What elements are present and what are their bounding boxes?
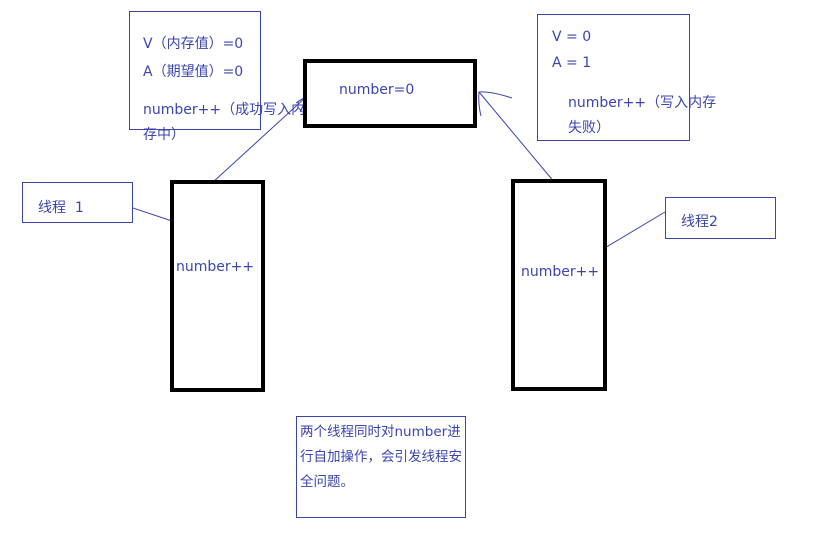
memory-value: number=0 <box>339 82 415 98</box>
thread1-label-box <box>22 182 133 223</box>
note-right-a: A = 1 <box>552 55 592 71</box>
thread1-label-pointer <box>123 204 179 224</box>
thread2-box <box>511 179 607 391</box>
note-left <box>129 11 261 130</box>
thread2-label-box <box>665 197 776 239</box>
note-left-v: V（内存值）=0 <box>143 36 244 52</box>
thread1-box <box>170 180 265 392</box>
note-bottom-text: 两个线程同时对number进行自加操作，会引发线程安全问题。 <box>300 424 462 490</box>
thread1-to-memory-arrow <box>211 96 307 184</box>
arrowhead-right <box>478 91 513 117</box>
thread2-to-memory-arrow <box>478 91 556 184</box>
note-left-op: number++（成功写入内存中） <box>143 102 306 143</box>
thread2-op: number++ <box>521 264 600 280</box>
note-right <box>537 14 690 141</box>
note-left-a: A（期望值）=0 <box>143 64 244 80</box>
thread2-label: 线程2 <box>681 214 718 230</box>
note-right-v: V = 0 <box>552 29 592 45</box>
note-bottom <box>296 416 466 518</box>
memory-box <box>303 59 477 128</box>
thread1-op: number++ <box>176 259 255 275</box>
thread1-label: 线程 1 <box>38 200 84 216</box>
note-right-op: number++（写入内存失败） <box>568 95 717 136</box>
